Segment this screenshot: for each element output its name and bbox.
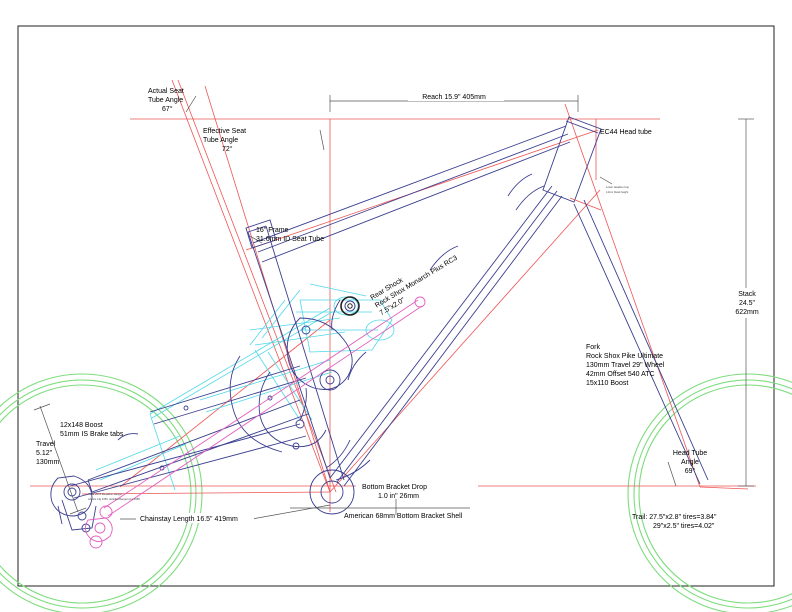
trail-line1: Trail: 27.5"x2.8" tires=3.84" [632, 514, 717, 521]
effective-sta-line1: Effective Seat [203, 128, 246, 135]
actual-sta-line1: Actual Seat [148, 88, 184, 95]
hanger-note-line1: Kona VIP/T Derailleur Hanger [88, 492, 122, 496]
travel-dim-line [39, 405, 79, 513]
leader-actual-sta [185, 95, 197, 113]
rocker-linkage [229, 317, 353, 453]
frame-size-line1: 16" Frame [256, 227, 289, 234]
trail-line2: 29"x2.5" tires=4.02" [653, 523, 715, 530]
bb-drop-line1: Bottom Bracket Drop [362, 484, 427, 491]
chainstay-label-mask [136, 513, 254, 523]
swingarm [50, 365, 309, 533]
frame-mainframe [245, 116, 602, 487]
sheet-border [17, 25, 775, 587]
hta-line2: Angle [681, 459, 699, 466]
wheel-rear [0, 373, 203, 612]
headset-note-line2: 14mm Stack height [606, 190, 628, 194]
hanger-note-line2: wheels mfg 4353, derailleurhanger.com #1… [88, 497, 140, 501]
stack-line2: 24.5" [739, 300, 756, 307]
fork [573, 199, 709, 485]
rear-travel-line2: 5.12" [36, 450, 53, 457]
fork-line2: Rock Shox Pike Ultimate [586, 353, 663, 360]
reach-dim-text: Reach 15.9" 405mm [422, 94, 486, 101]
wheel-front [627, 373, 792, 612]
suspension-ghost [95, 283, 395, 491]
head-tube-label: EC44 Head tube [600, 129, 652, 136]
actual-sta-line3: 67° [162, 105, 173, 113]
bb-drop-mask [356, 481, 478, 499]
rear-travel-line3: 130mm [36, 459, 60, 466]
bb-shell-label: American 68mm Bottom Bracket Shell [344, 513, 463, 520]
bottom-bracket [309, 469, 355, 515]
chainstay-label: Chainstay Length 16.5" 419mm [140, 516, 238, 523]
stack-line3: 622mm [735, 309, 759, 316]
rear-axle-line1: 12x148 Boost [60, 422, 103, 429]
leader-effective-sta [319, 129, 325, 151]
fork-line3: 130mm Travel 29" Wheel [586, 362, 665, 369]
hta-line1: Head Tube [673, 450, 707, 457]
fork-line1: Fork [586, 344, 601, 351]
hta-line3: 69° [685, 467, 696, 475]
actual-sta-line2: Tube Angle [148, 97, 183, 104]
leader-hta [667, 461, 677, 487]
bb-drop-line2: 1.0 in" 26mm [378, 493, 419, 500]
fork-line4: 42mm Offset 540 ATC [586, 371, 655, 378]
effective-sta-line3: 72° [222, 145, 233, 153]
rear-axle-line2: 51mm IS Brake tabs [60, 431, 124, 438]
stack-line1: Stack [738, 291, 756, 298]
reach-label-mask [408, 92, 504, 101]
rear-shock [85, 296, 426, 549]
frame-size-line2: 31.6mm ID Seat Tube [256, 236, 324, 243]
rear-travel-line1: Travel [36, 441, 56, 448]
effective-sta-line2: Tube Angle [203, 137, 238, 144]
headset-note-line1: Lower Headset Cup [606, 185, 629, 189]
shock-eyelet [340, 296, 360, 316]
stack-label-mask [730, 288, 764, 318]
fork-line5: 15x110 Boost [586, 380, 628, 387]
